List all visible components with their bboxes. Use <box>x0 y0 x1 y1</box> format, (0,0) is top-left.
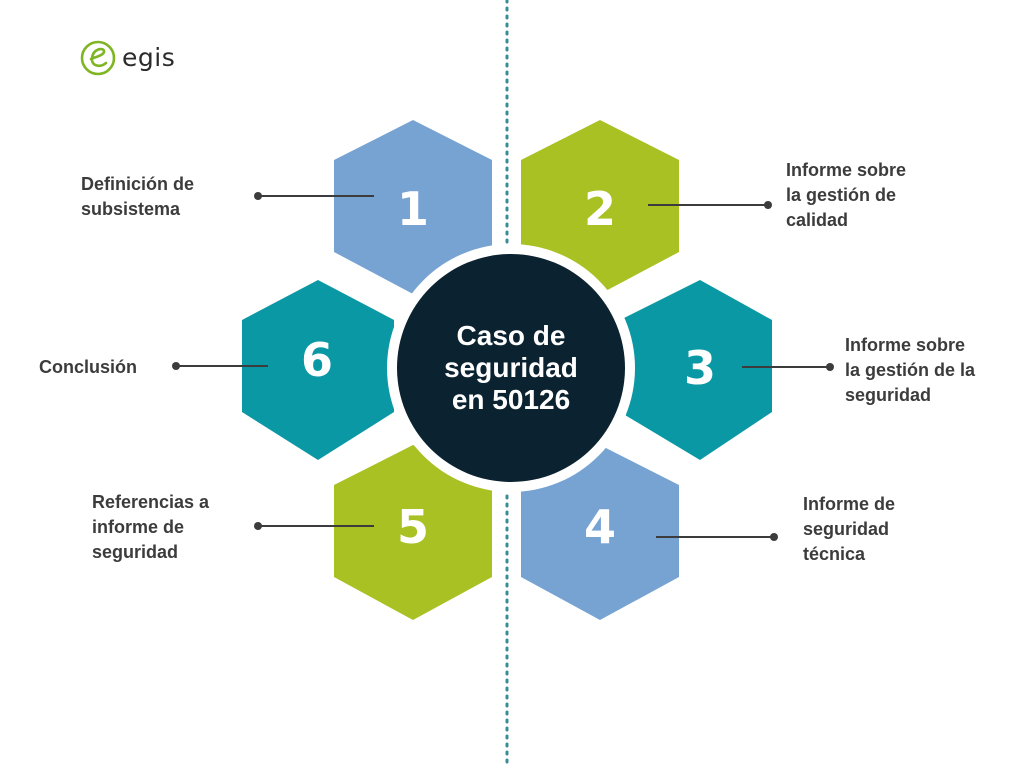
segment-3-label: Informe sobre la gestión de la seguridad <box>845 335 976 405</box>
hexagon-1 <box>334 120 492 294</box>
segment-4: 4 <box>521 445 679 620</box>
connector-2 <box>648 201 772 209</box>
segment-5-label: Referencias a informe de seguridad <box>92 492 210 562</box>
segment-2-label: Informe sobre la gestión de calidad <box>786 160 907 230</box>
hexagon-3 <box>620 280 772 460</box>
hexagon-6 <box>242 280 394 460</box>
connector-5 <box>254 522 374 530</box>
segment-1-label: Definición de subsistema <box>81 174 195 219</box>
hexagon-5 <box>334 445 492 620</box>
segment-2: 2 <box>521 120 679 294</box>
hexagon-6-number: 6 <box>301 333 333 387</box>
segment-5: 5 <box>334 445 492 620</box>
hexagon-2 <box>521 120 679 294</box>
connector-1 <box>254 192 374 200</box>
connector-6 <box>172 362 268 370</box>
center-title: Caso de seguridad en 50126 <box>444 320 578 415</box>
hexagon-4 <box>521 445 679 620</box>
egis-logo-icon <box>80 40 116 76</box>
center-circle <box>397 254 625 482</box>
segment-6-label: Conclusión <box>39 357 137 377</box>
egis-logo: egis <box>80 40 175 76</box>
connector-3 <box>742 363 834 371</box>
connector-4 <box>656 533 778 541</box>
logo-text: egis <box>122 43 176 72</box>
hexagon-4-number: 4 <box>584 500 616 554</box>
segment-6: 6 <box>242 280 394 460</box>
segment-3: 3 <box>620 280 772 460</box>
hexagon-5-number: 5 <box>397 500 429 554</box>
hexagon-1-number: 1 <box>397 182 429 236</box>
segment-4-label: Informe de seguridad técnica <box>803 494 896 564</box>
segment-1: 1 <box>334 120 492 294</box>
hexagon-3-number: 3 <box>684 341 716 395</box>
hexagon-2-number: 2 <box>584 182 616 236</box>
